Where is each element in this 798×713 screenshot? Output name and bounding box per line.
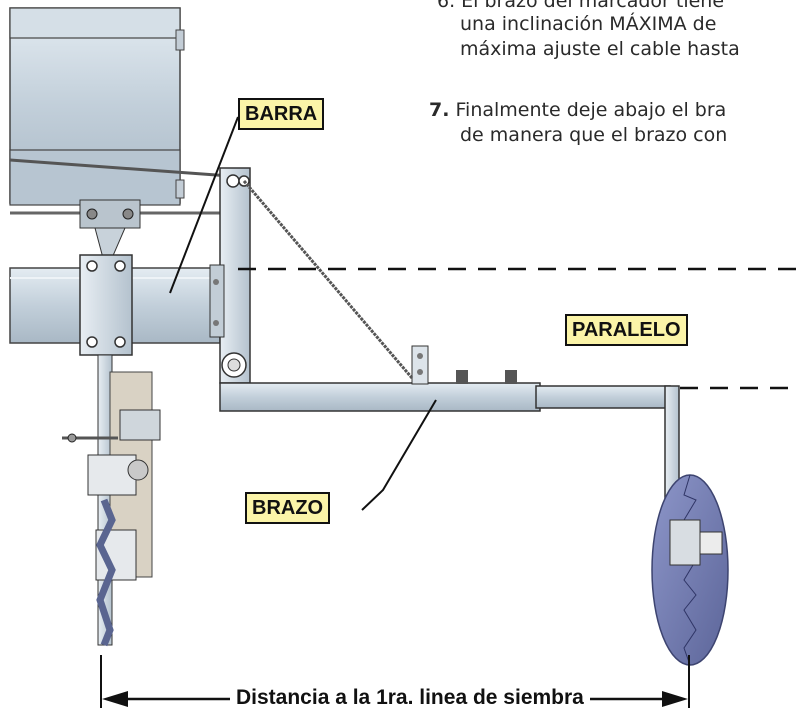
step-7-number: 7. bbox=[429, 99, 450, 121]
brazo-leader-line bbox=[361, 399, 437, 511]
barra-leader-line bbox=[169, 116, 239, 294]
upper-rod bbox=[9, 158, 231, 178]
instruction-line-7a: Finalmente deje abajo el bra bbox=[455, 99, 727, 121]
label-paralelo: PARALELO bbox=[565, 314, 688, 346]
row-unit-assembly bbox=[62, 371, 161, 647]
label-brazo: BRAZO bbox=[245, 492, 331, 524]
instruction-line-6c: máxima ajuste el cable hasta bbox=[460, 38, 740, 60]
marker-vertical-bracket bbox=[209, 167, 251, 384]
row-unit-frame bbox=[79, 254, 133, 646]
instruction-line-7b: de manera que el brazo con bbox=[460, 124, 728, 146]
seed-hopper bbox=[9, 7, 185, 206]
label-barra: BARRA bbox=[238, 98, 325, 130]
instruction-line-6-partial: 6. El brazo del marcador tiene bbox=[437, 0, 725, 12]
adjust-cable bbox=[242, 180, 414, 379]
instruction-step-7: 7. Finalmente deje abajo el bra bbox=[429, 99, 726, 122]
marker-arm-brazo bbox=[219, 345, 680, 517]
marker-disc bbox=[651, 474, 729, 666]
instruction-line-6b: una inclinación MÁXIMA de bbox=[460, 13, 717, 35]
hopper-bracket bbox=[79, 199, 141, 259]
dimension-arrow-left bbox=[102, 691, 128, 707]
dimension-label: Distancia a la 1ra. linea de siembra bbox=[230, 686, 590, 710]
dimension-arrow-right bbox=[662, 691, 688, 707]
